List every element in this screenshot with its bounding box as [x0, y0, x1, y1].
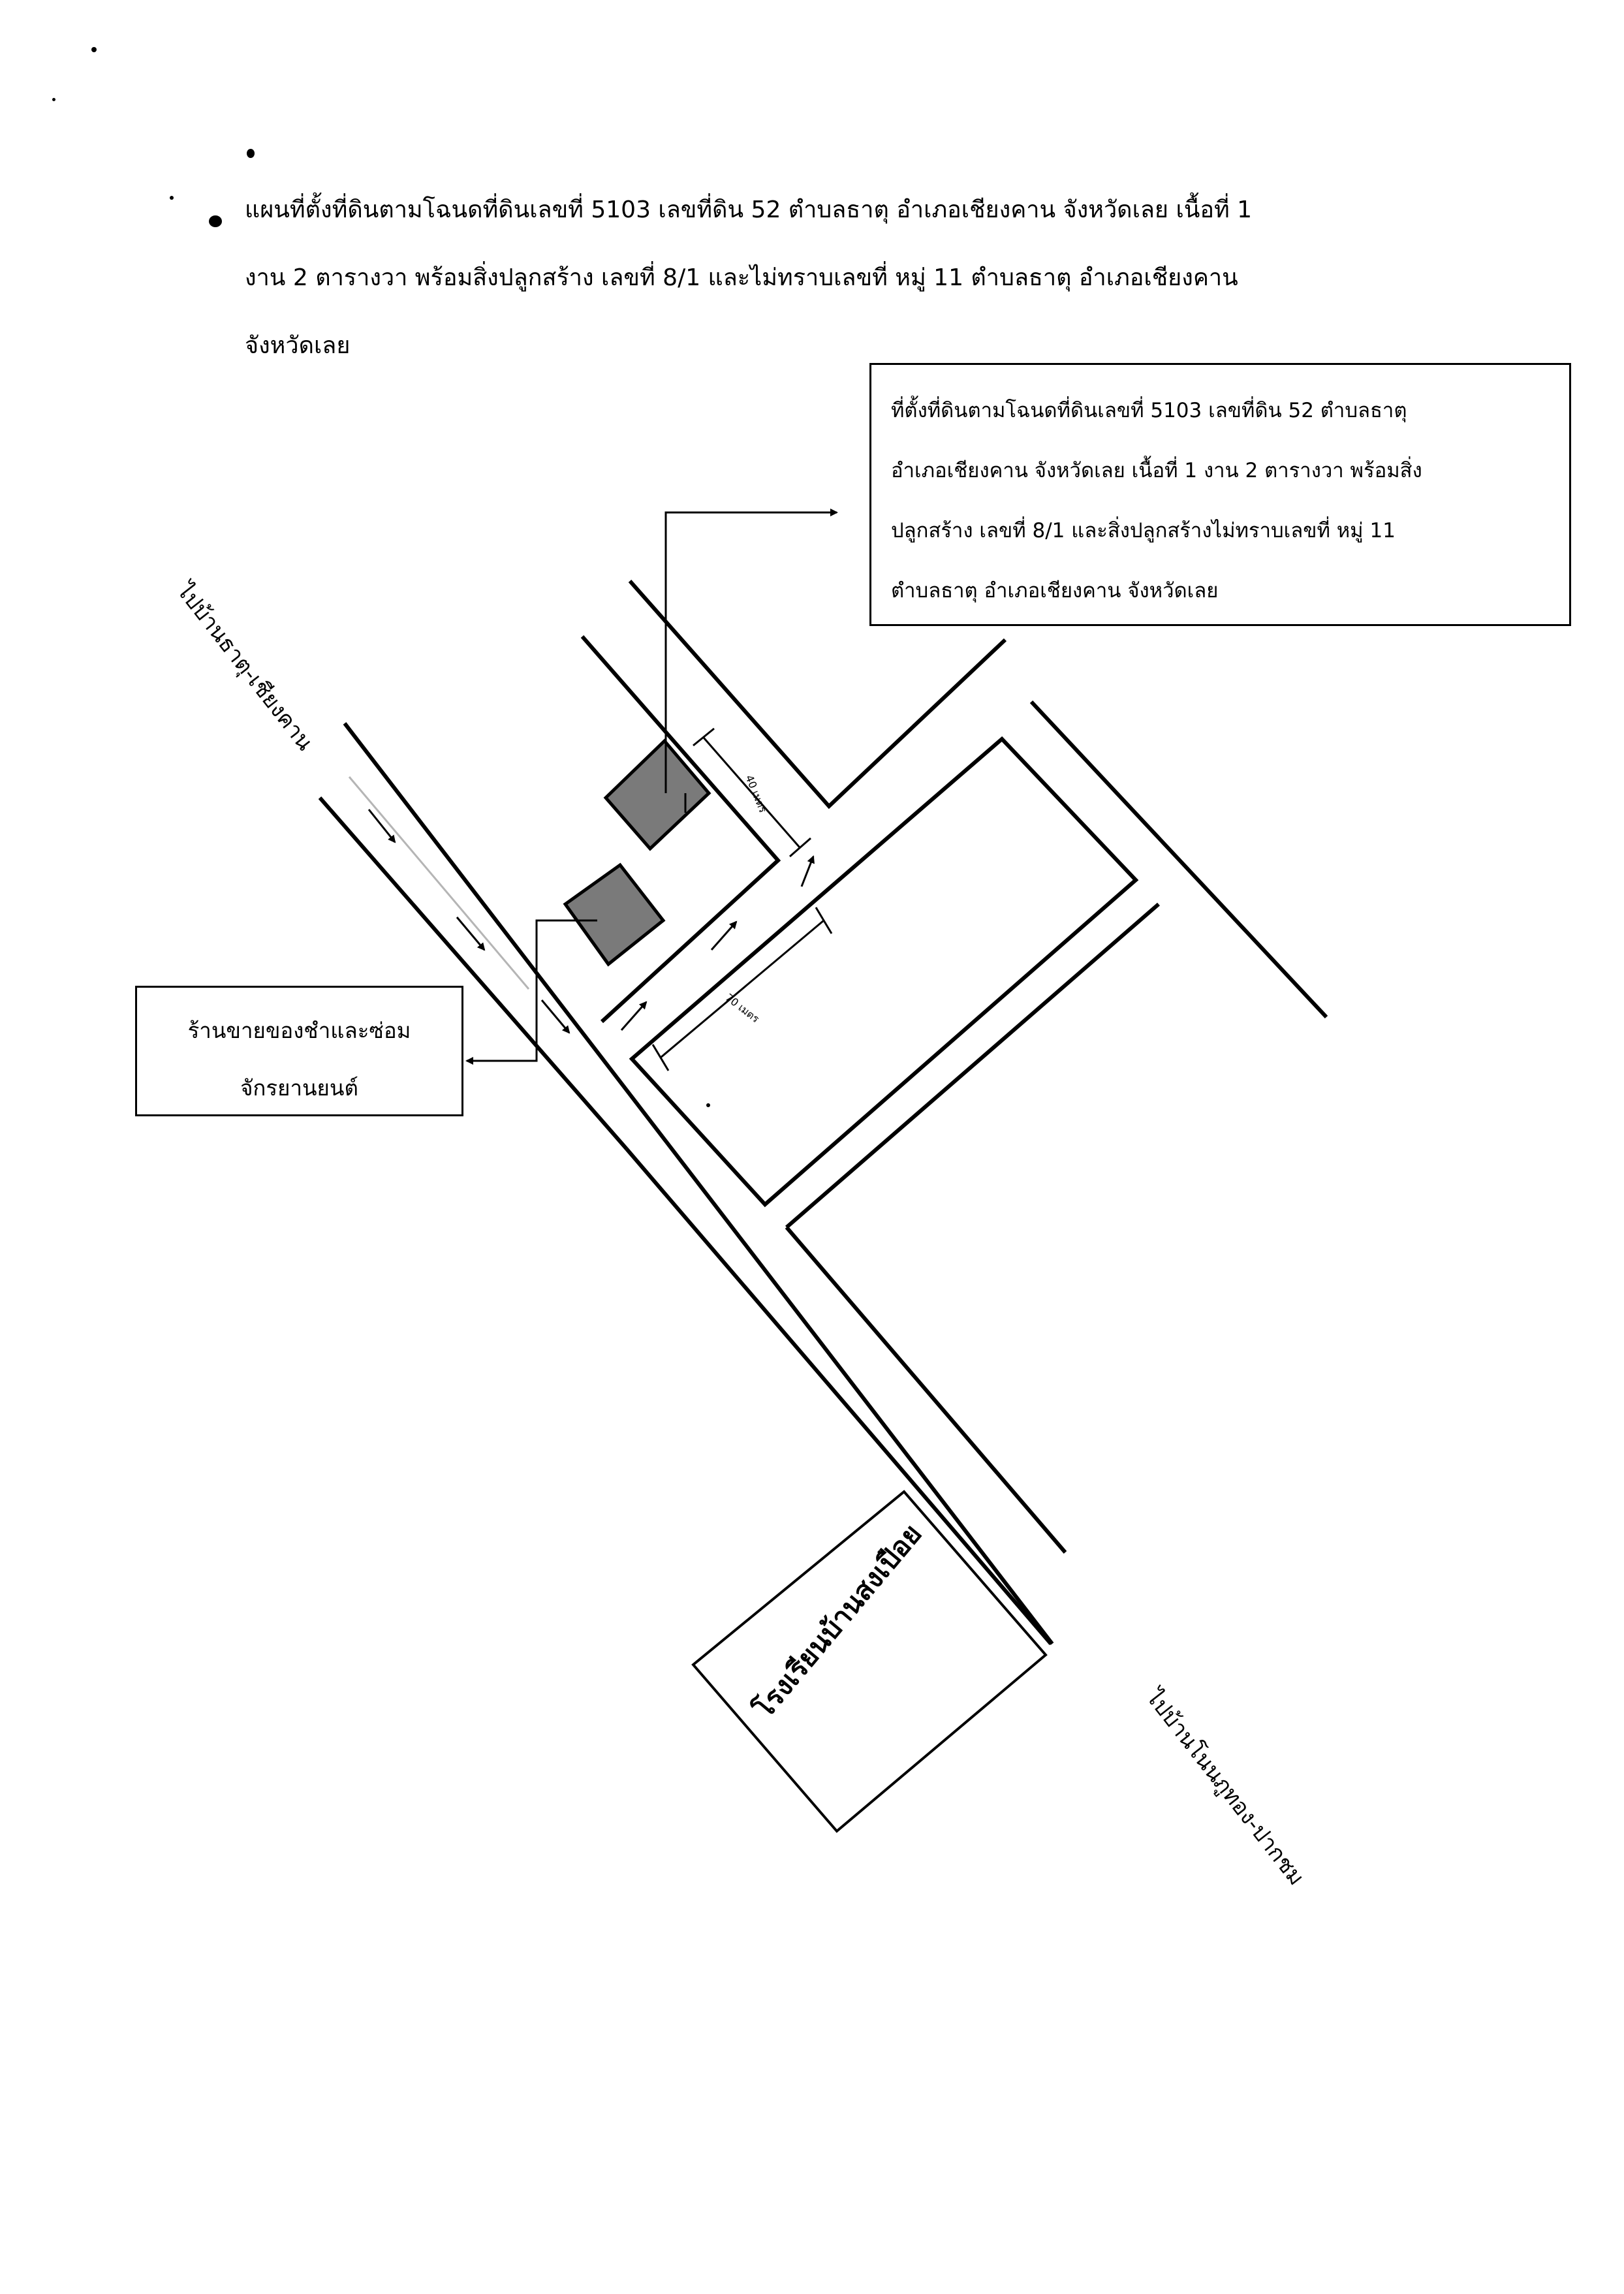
dimension-40m-label: 40 เมตร [743, 773, 769, 815]
road-edge-lower-right-2 [785, 1226, 1067, 1554]
shop-leader-line [465, 919, 597, 1065]
traffic-arrow-3 [540, 999, 570, 1034]
parcel-leader-line [664, 509, 838, 793]
traffic-arrow-4 [620, 1001, 648, 1031]
traffic-arrow-5 [710, 920, 738, 951]
land-parcel-building [603, 738, 711, 851]
dimension-40m-tick-a [693, 727, 715, 747]
block-dot [706, 1103, 710, 1107]
road-edge-lower-right [785, 902, 1160, 1229]
heading-line-3: จังหวัดเลย [245, 332, 351, 359]
road-label-north: ไปบ้านธาตุ-เชียงคาน [170, 577, 318, 756]
heading-line-2: งาน 2 ตารางวา พร้อมสิ่งปลูกสร้าง เลขที่ … [245, 264, 1238, 291]
document-heading: แผนที่ตั้งที่ดินตามโฉนดที่ดินเลขที่ 5103… [245, 176, 1420, 380]
dimension-70m-tick-b [815, 907, 833, 934]
scan-speck-3 [209, 215, 222, 227]
dimension-40m-line [702, 737, 801, 848]
side-road-edge-north [628, 580, 1007, 809]
road-label-south: ไปบ้านโนนภูทอง-ปากชม [1140, 1684, 1309, 1891]
dimension-70m-line [660, 919, 824, 1059]
traffic-arrow-2 [456, 917, 486, 951]
road-edge-lower-main [625, 1148, 1053, 1645]
parcel-block-boundary [580, 635, 781, 1024]
scan-speck-1 [91, 47, 97, 52]
heading-line-1: แผนที่ตั้งที่ดินตามโฉนดที่ดินเลขที่ 5103… [245, 196, 1253, 223]
main-road-edge-2a [318, 796, 629, 1150]
scan-speck-2 [247, 149, 255, 158]
shop-callout: ร้านขายของชำและซ่อม จักรยานยนต์ [135, 986, 463, 1116]
callout-line-3: ปลูกสร้าง เลขที่ 8/1 และสิ่งปลูกสร้างไม่… [891, 519, 1396, 542]
dimension-70m-tick-a [651, 1044, 670, 1071]
shop-line-2: จักรยานยนต์ [240, 1075, 358, 1101]
land-block [629, 736, 1139, 1208]
callout-line-1: ที่ตั้งที่ดินตามโฉนดที่ดินเลขที่ 5103 เล… [891, 399, 1407, 422]
traffic-arrow-1 [367, 809, 396, 843]
traffic-arrow-6 [800, 855, 815, 887]
main-road-edge-1 [343, 722, 1054, 1645]
scan-speck-4 [170, 196, 174, 200]
dimension-40m-tick-b [789, 837, 811, 858]
callout-line-2: อำเภอเชียงคาน จังหวัดเลย เนื้อที่ 1 งาน … [891, 459, 1422, 482]
land-location-callout: ที่ตั้งที่ดินตามโฉนดที่ดินเลขที่ 5103 เล… [869, 363, 1571, 626]
dimension-70m-label: 70 เมตร [723, 991, 762, 1025]
scan-speck-5 [52, 98, 55, 101]
road-centerline [348, 776, 530, 990]
callout-line-4: ตำบลธาตุ อำเภอเชียงคาน จังหวัดเลย [891, 579, 1219, 603]
shop-line-1: ร้านขายของชำและซ่อม [187, 1018, 411, 1043]
school-building [691, 1490, 1048, 1833]
shop-building [563, 862, 666, 967]
road-edge-far-right [1029, 700, 1328, 1019]
